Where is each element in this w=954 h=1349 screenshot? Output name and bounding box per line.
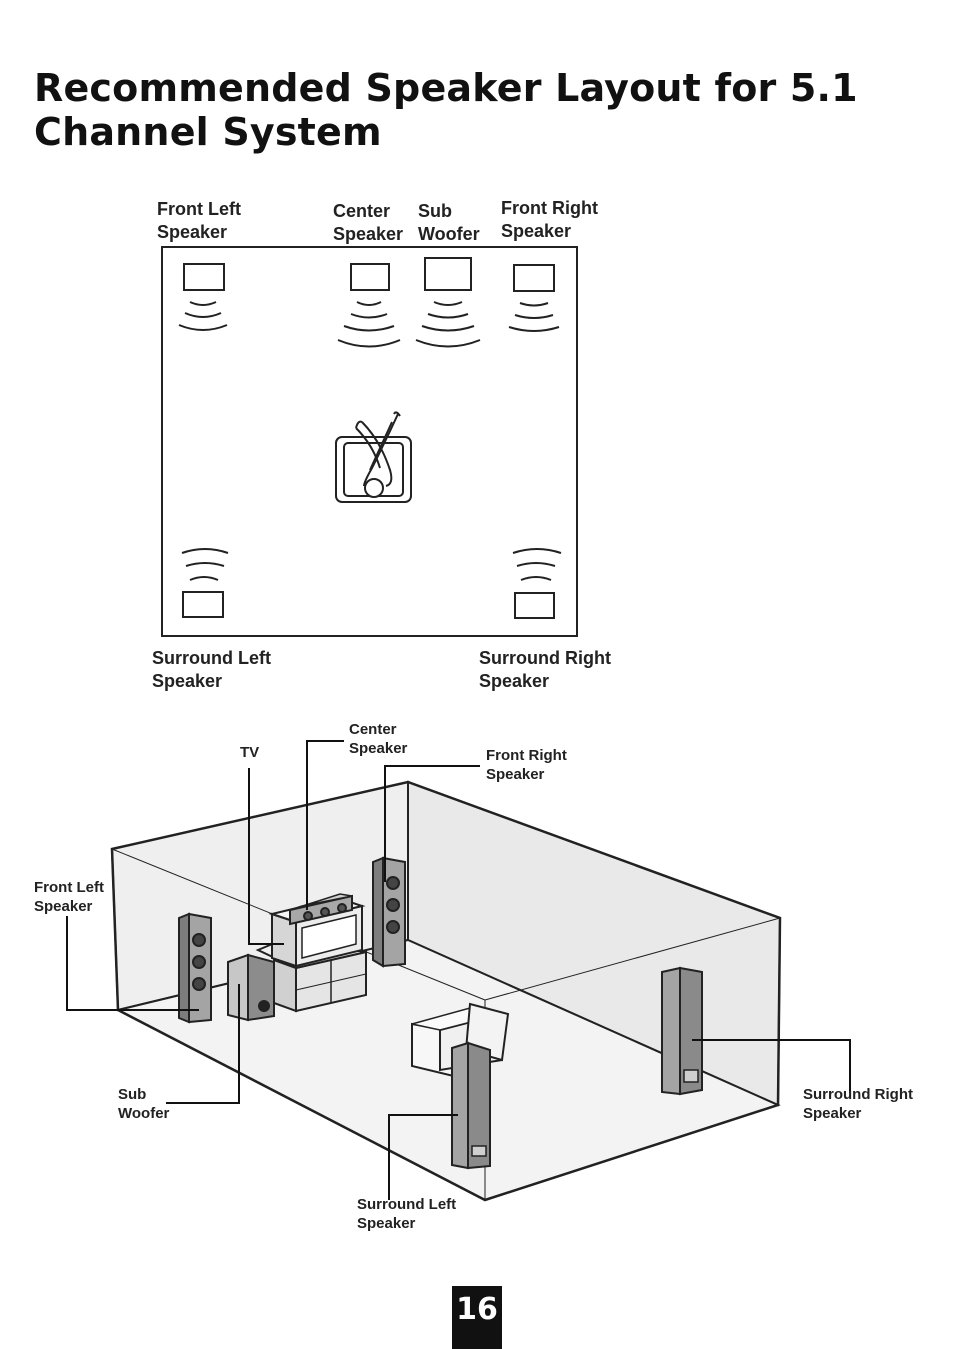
leader-front-right (384, 765, 480, 882)
leader-surround-right (692, 1039, 851, 1093)
leader-sub-woofer (166, 984, 240, 1104)
label-line: Speaker (803, 1104, 862, 1122)
top-view-room (161, 246, 578, 637)
label-line: Speaker (357, 1214, 416, 1232)
label-line: Surround Left (152, 648, 271, 668)
top-surround-left-speaker-icon (181, 548, 229, 618)
top-surround-right-speaker-icon (512, 548, 562, 619)
label-room-tv: TV (240, 744, 259, 763)
label-line: Surround Left (357, 1196, 457, 1213)
label-line: Speaker (34, 897, 93, 915)
label-room-sub-woofer: Sub Woofer (118, 1086, 169, 1123)
page-title: Recommended Speaker Layout for 5.1 Chann… (34, 66, 934, 154)
label-room-front-left: Front Left Speaker (34, 879, 104, 916)
leader-tv (248, 768, 284, 945)
sofa-icon (411, 1002, 510, 1082)
label-room-surround-left: Surround Left Speaker (357, 1196, 456, 1233)
label-line: Speaker (501, 221, 572, 241)
label-top-sub-woofer: Sub Woofer (418, 200, 480, 246)
label-top-front-right: Front Right Speaker (501, 197, 598, 243)
label-line: Surround Right (479, 648, 611, 668)
label-line: Speaker (333, 224, 404, 244)
label-line: TV (240, 744, 260, 761)
label-line: Speaker (486, 765, 545, 783)
room-view-diagram (66, 740, 851, 1202)
label-line: Front Left (34, 879, 104, 896)
label-line: Speaker (152, 671, 223, 691)
label-line: Center (333, 201, 391, 221)
label-line: Speaker (157, 222, 228, 242)
label-line: Center (349, 721, 397, 738)
label-line: Speaker (479, 671, 550, 691)
leader-surround-left (388, 1114, 458, 1200)
label-top-surround-right: Surround Right Speaker (479, 647, 611, 693)
label-line: Woofer (418, 224, 480, 244)
top-view-diagram (161, 246, 578, 637)
leader-center (306, 740, 344, 910)
top-front-left-speaker-icon (178, 263, 228, 331)
label-room-surround-right: Surround Right Speaker (803, 1086, 913, 1123)
room-surround-left-speaker-icon (451, 1041, 491, 1170)
label-line: Surround Right (803, 1086, 913, 1103)
label-line: Speaker (349, 739, 408, 757)
leader-front-left (66, 916, 199, 1011)
label-top-front-left: Front Left Speaker (157, 198, 241, 244)
label-top-surround-left: Surround Left Speaker (152, 647, 271, 693)
top-sub-woofer-icon (415, 257, 481, 348)
room-front-right-speaker-icon (372, 856, 406, 968)
room-surround-right-speaker-icon (661, 966, 703, 1096)
page-number-box (452, 1286, 502, 1349)
listener-icon (335, 411, 412, 503)
label-room-front-right: Front Right Speaker (486, 747, 567, 784)
top-center-speaker-icon (337, 263, 401, 348)
label-room-center: Center Speaker (349, 721, 407, 758)
label-line: Front Right (501, 198, 598, 218)
label-line: Sub (418, 201, 452, 221)
room-front-left-speaker-icon (178, 912, 212, 1024)
leader-lines (66, 740, 851, 1200)
label-line: Sub (118, 1086, 147, 1103)
room-center-speaker-icon (289, 893, 353, 926)
label-top-center: Center Speaker (333, 200, 403, 246)
title-line-1: Recommended Speaker Layout for 5.1 (34, 66, 858, 110)
label-line: Woofer (118, 1104, 170, 1122)
page-number: 16 (456, 1292, 498, 1327)
top-front-right-speaker-icon (508, 264, 560, 332)
label-line: Front Right (486, 747, 567, 764)
room-sub-woofer-icon (227, 953, 275, 1022)
label-line: Front Left (157, 199, 241, 219)
title-line-2: Channel System (34, 110, 382, 154)
